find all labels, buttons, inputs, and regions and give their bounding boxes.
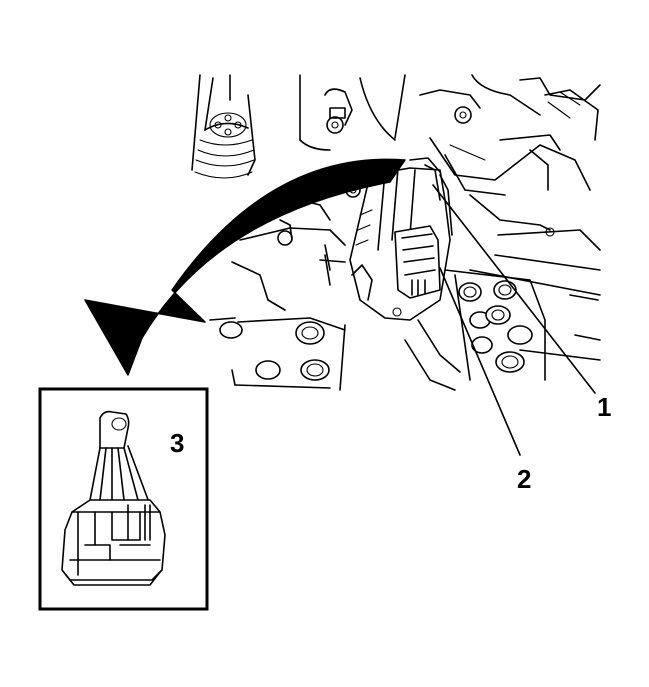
leader-line-1 (432, 184, 596, 394)
background-components (191, 74, 601, 391)
inset-detail (38, 387, 209, 611)
leader-line-2 (439, 267, 521, 456)
connector-lock-tab (394, 225, 441, 299)
callout-number-1: 1 (597, 392, 611, 422)
callout-number-2: 2 (517, 464, 531, 494)
callout-number-3: 3 (170, 428, 184, 458)
removal-direction-arrow (84, 158, 406, 376)
